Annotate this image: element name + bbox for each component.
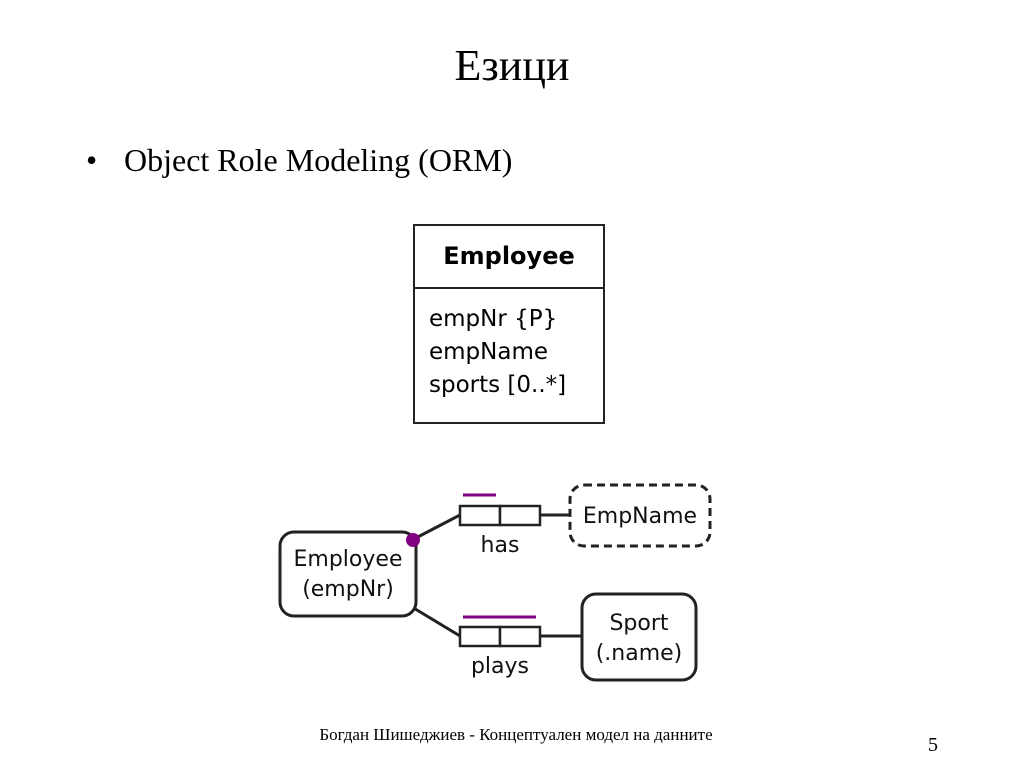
uml-class-name: Employee [415,226,603,289]
entity-employee [278,530,418,618]
fact-plays-role-2 [498,625,542,648]
entity-employee-refmode: (empNr) [302,577,394,602]
fact-has-label: has [481,533,520,558]
uml-attribute-list: empNr {P} empName sports [0..*] [415,289,603,402]
value-type-empname [568,483,712,548]
entity-sport-refmode: (.name) [596,641,683,666]
footer-text: Богдан Шишеджиев - Концептуален модел на… [319,725,713,744]
bullet-dot-icon: • [86,142,98,178]
entity-sport [580,592,698,682]
entity-employee-name: Employee [294,547,403,572]
fact-plays-label: plays [471,654,529,679]
uml-attribute: sports [0..*] [429,372,567,398]
page-number: 5 [928,734,938,756]
entity-sport-name: Sport [609,611,668,636]
fact-has-role-2 [498,504,542,527]
uml-attribute: empName [429,339,549,365]
uml-class-box: Employee empNr {P} empName sports [0..*] [413,224,605,424]
bullet-text: Object Role Modeling (ORM) [124,142,513,178]
fact-has-role-1 [458,504,502,527]
fact-plays-role-1 [458,625,502,648]
connector-employee-plays [411,605,461,638]
connector-employee-has [411,513,461,542]
bullet-item: • Object Role Modeling (ORM) [86,138,512,182]
mandatory-role-dot-icon [406,533,420,547]
value-type-empname-label: EmpName [583,504,697,529]
slide-title: Езици [454,41,570,90]
uml-attribute: empNr {P} [429,306,558,332]
